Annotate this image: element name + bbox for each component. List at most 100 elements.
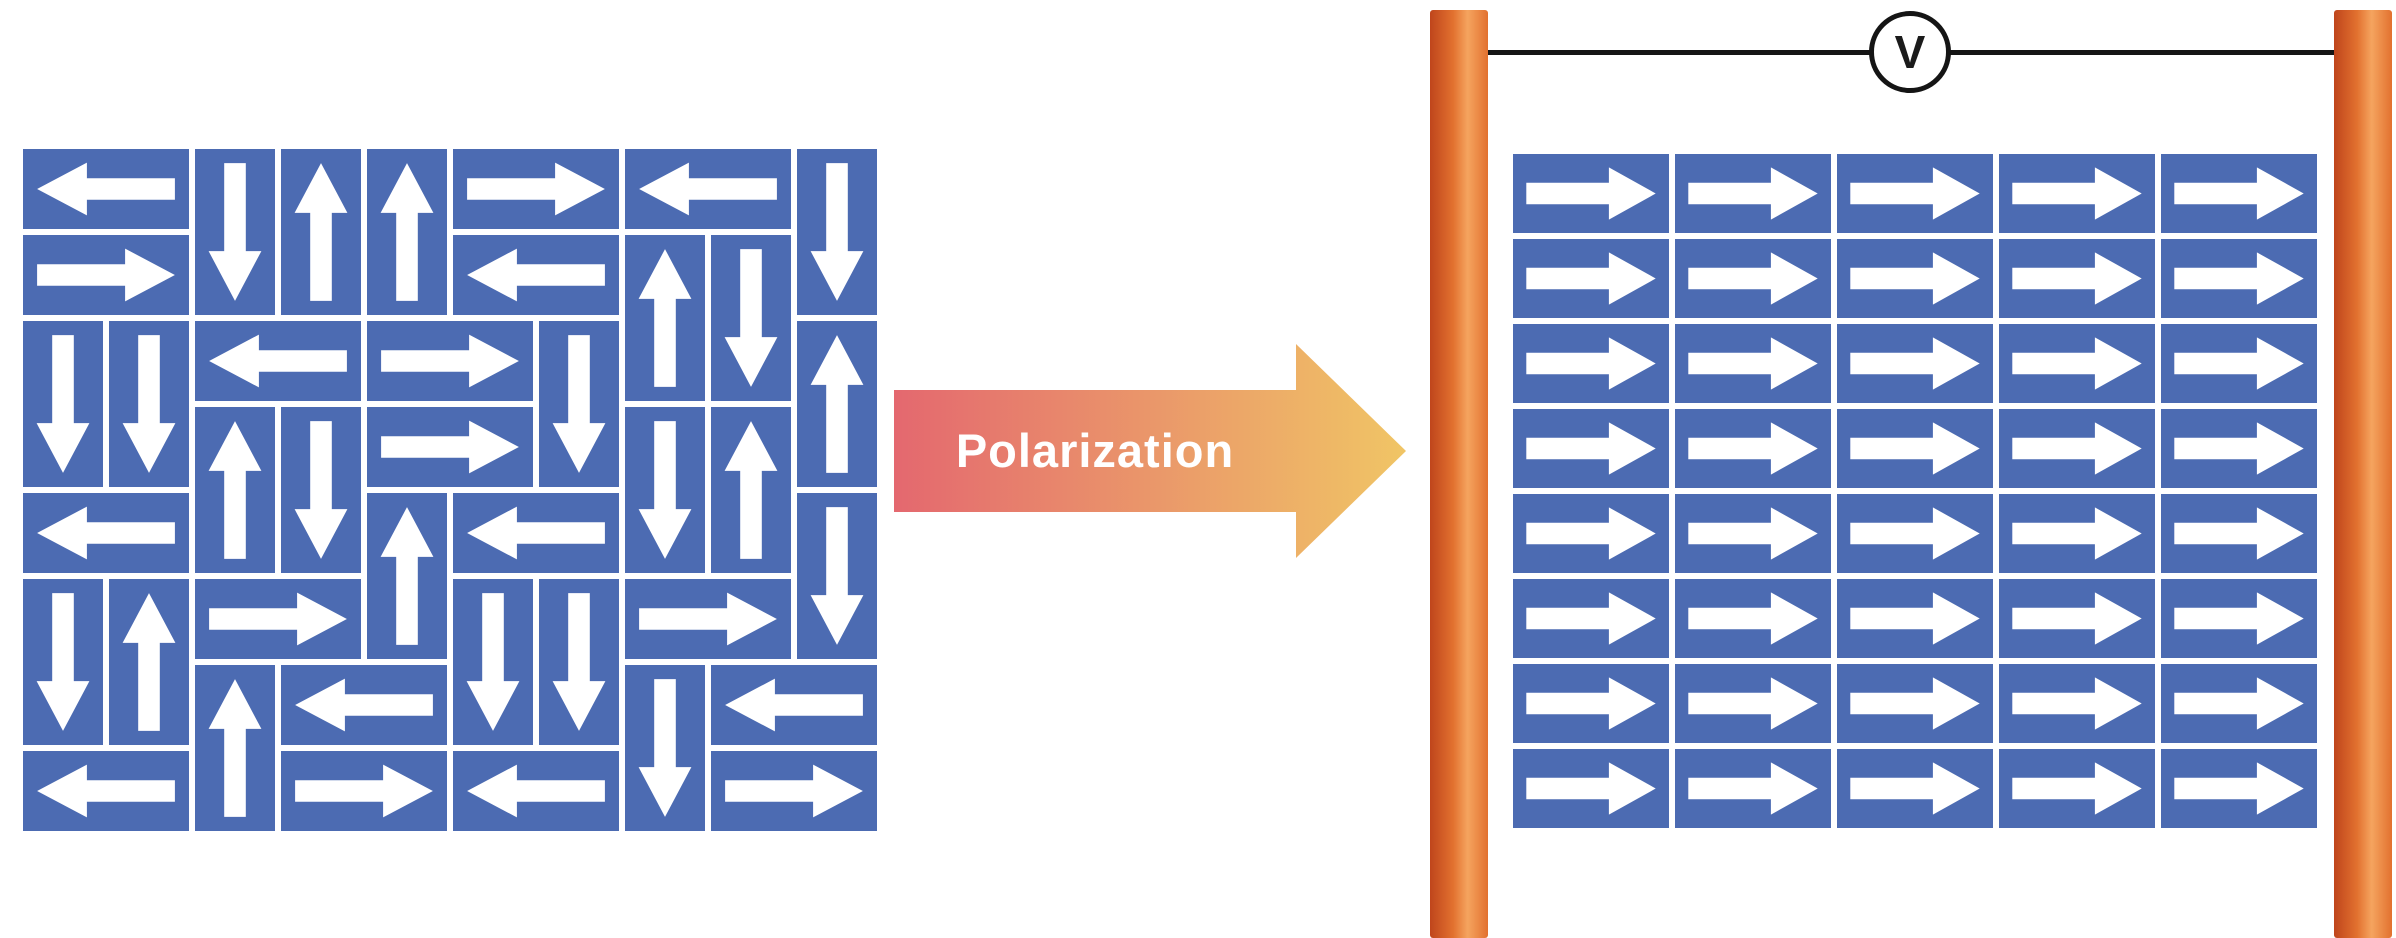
dipole-tile-right bbox=[367, 407, 533, 487]
dipole-tile-right bbox=[625, 579, 791, 659]
arrow-left-icon bbox=[725, 678, 863, 732]
dipole-tile-up bbox=[367, 149, 447, 315]
dipole-tile-down bbox=[453, 579, 533, 745]
voltmeter: V bbox=[1869, 11, 1951, 93]
arrow-down-icon bbox=[122, 335, 176, 473]
dipole-tile-left bbox=[453, 235, 619, 315]
arrow-right-icon bbox=[1526, 422, 1656, 475]
arrow-left-icon bbox=[37, 764, 175, 818]
arrow-right-icon bbox=[1850, 507, 1980, 560]
dipole-tile-right bbox=[1675, 579, 1831, 658]
arrow-up-icon bbox=[380, 507, 434, 645]
arrow-right-icon bbox=[1688, 422, 1818, 475]
arrow-right-icon bbox=[1688, 167, 1818, 220]
arrow-right-icon bbox=[2012, 762, 2142, 815]
arrow-down-icon bbox=[638, 679, 692, 817]
arrow-right-icon bbox=[1688, 592, 1818, 645]
arrow-down-icon bbox=[294, 421, 348, 559]
arrow-right-icon bbox=[725, 764, 863, 818]
arrow-up-icon bbox=[294, 163, 348, 301]
arrow-right-icon bbox=[1850, 422, 1980, 475]
arrow-left-icon bbox=[37, 506, 175, 560]
arrow-right-icon bbox=[1688, 762, 1818, 815]
arrow-right-icon bbox=[2174, 592, 2304, 645]
polarization-arrow bbox=[894, 344, 1406, 558]
dipole-tile-right bbox=[1999, 749, 2155, 828]
dipole-tile-down bbox=[195, 149, 275, 315]
arrow-left-icon bbox=[295, 678, 433, 732]
arrow-right-icon bbox=[1850, 592, 1980, 645]
arrow-right-icon bbox=[381, 420, 519, 474]
dipole-tile-right bbox=[1837, 494, 1993, 573]
dipole-tile-right bbox=[1837, 324, 1993, 403]
dipole-tile-up bbox=[625, 235, 705, 401]
dipole-tile-down bbox=[539, 321, 619, 487]
arrow-right-icon bbox=[2174, 337, 2304, 390]
arrow-left-icon bbox=[37, 162, 175, 216]
arrow-up-icon bbox=[810, 335, 864, 473]
dipole-tile-left bbox=[453, 493, 619, 573]
dipole-tile-right bbox=[453, 149, 619, 229]
dipole-tile-right bbox=[1513, 664, 1669, 743]
dipole-tile-left bbox=[195, 321, 361, 401]
arrow-right-icon bbox=[1850, 252, 1980, 305]
dipole-tile-up bbox=[195, 665, 275, 831]
arrow-down-icon bbox=[810, 507, 864, 645]
arrow-down-icon bbox=[36, 593, 90, 731]
dipole-tile-right bbox=[195, 579, 361, 659]
arrow-right-icon bbox=[1526, 507, 1656, 560]
arrow-right-icon bbox=[1688, 677, 1818, 730]
dipole-tile-up bbox=[367, 493, 447, 659]
arrow-right-icon bbox=[2174, 507, 2304, 560]
arrow-right-icon bbox=[1526, 762, 1656, 815]
arrow-right-icon bbox=[37, 248, 175, 302]
dipole-tile-right bbox=[2161, 579, 2317, 658]
dipole-tile-right bbox=[1675, 239, 1831, 318]
dipole-tile-right bbox=[2161, 409, 2317, 488]
dipole-tile-right bbox=[2161, 239, 2317, 318]
arrow-right-icon bbox=[1688, 507, 1818, 560]
arrow-down-icon bbox=[552, 335, 606, 473]
arrow-right-icon bbox=[2012, 167, 2142, 220]
arrow-right-icon bbox=[1526, 592, 1656, 645]
dipole-tile-right bbox=[1837, 664, 1993, 743]
dipole-tile-up bbox=[195, 407, 275, 573]
dipole-tile-down bbox=[539, 579, 619, 745]
dipole-tile-down bbox=[625, 665, 705, 831]
voltmeter-label: V bbox=[1894, 26, 1926, 78]
right-electrode bbox=[2334, 10, 2392, 938]
dipole-tile-right bbox=[2161, 494, 2317, 573]
dipole-tile-right bbox=[711, 751, 877, 831]
dipole-tile-right bbox=[1837, 749, 1993, 828]
unpolarized-dipole-grid bbox=[20, 146, 880, 834]
dipole-tile-right bbox=[281, 751, 447, 831]
dipole-tile-left bbox=[625, 149, 791, 229]
arrow-right-icon bbox=[2174, 677, 2304, 730]
dipole-tile-up bbox=[797, 321, 877, 487]
dipole-tile-right bbox=[1999, 324, 2155, 403]
arrow-left-icon bbox=[639, 162, 777, 216]
dipole-tile-right bbox=[1999, 154, 2155, 233]
arrow-right-icon bbox=[2012, 252, 2142, 305]
arrow-right-icon bbox=[1688, 337, 1818, 390]
arrow-left-icon bbox=[467, 248, 605, 302]
arrow-down-icon bbox=[638, 421, 692, 559]
arrow-right-icon bbox=[381, 334, 519, 388]
dipole-tile-left bbox=[23, 493, 189, 573]
dipole-tile-right bbox=[1999, 494, 2155, 573]
dipole-tile-right bbox=[1513, 154, 1669, 233]
dipole-tile-right bbox=[1513, 579, 1669, 658]
dipole-tile-right bbox=[1837, 579, 1993, 658]
dipole-tile-left bbox=[711, 665, 877, 745]
arrow-down-icon bbox=[552, 593, 606, 731]
dipole-tile-right bbox=[1675, 664, 1831, 743]
dipole-tile-right bbox=[1999, 579, 2155, 658]
arrow-right-icon bbox=[2012, 337, 2142, 390]
arrow-right-icon bbox=[295, 764, 433, 818]
dipole-tile-left bbox=[23, 751, 189, 831]
arrow-left-icon bbox=[467, 764, 605, 818]
polarization-label: Polarization bbox=[955, 424, 1235, 477]
dipole-tile-right bbox=[23, 235, 189, 315]
arrow-right-icon bbox=[1850, 677, 1980, 730]
dipole-tile-down bbox=[281, 407, 361, 573]
